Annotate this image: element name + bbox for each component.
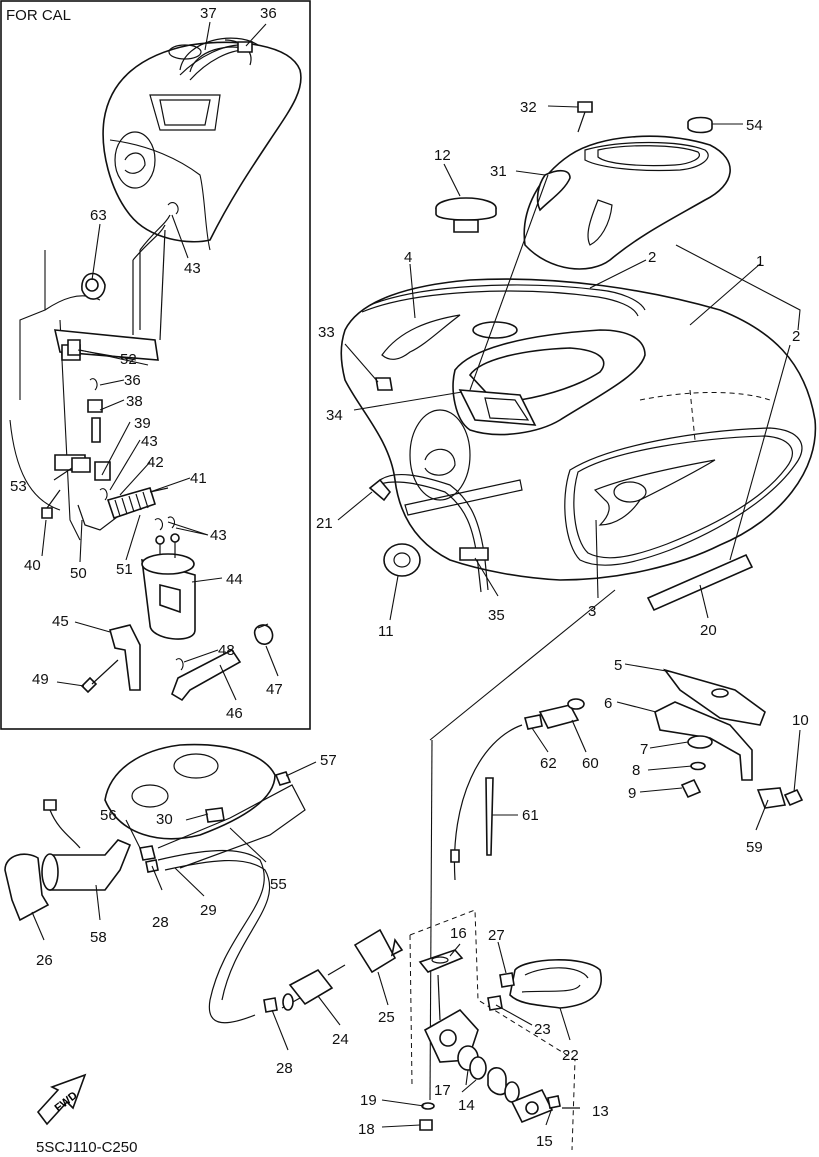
fuel-sender xyxy=(450,698,585,881)
callout-51: 51 xyxy=(116,561,133,578)
callout-42: 42 xyxy=(147,454,164,471)
damper-7 xyxy=(687,735,713,749)
bolt-9 xyxy=(680,778,702,799)
callout-4: 4 xyxy=(404,249,412,266)
grommet-33 xyxy=(375,377,393,391)
callout-22: 22 xyxy=(562,1047,579,1064)
callout-50: 50 xyxy=(70,565,87,582)
callout-1: 1 xyxy=(756,253,764,270)
washer-8 xyxy=(690,761,706,771)
forward-arrow-icon: FWD xyxy=(36,1073,87,1126)
callout-49: 49 xyxy=(32,671,49,688)
fuel-pump-assembly xyxy=(4,743,306,1024)
callout-13: 13 xyxy=(592,1103,609,1120)
callout-33: 33 xyxy=(318,324,335,341)
bolt-32 xyxy=(577,101,593,133)
cable-tie-61 xyxy=(485,777,494,856)
fuel-tank xyxy=(340,278,817,593)
diagram-code: 5SCJ110-C250 xyxy=(36,1139,137,1156)
callout-61: 61 xyxy=(522,807,539,824)
callout-14: 14 xyxy=(458,1097,475,1114)
callout-labels: 37 36 63 43 52 36 38 39 43 42 41 43 53 4… xyxy=(10,5,809,1156)
callout-53: 53 xyxy=(10,478,27,495)
callout-18: 18 xyxy=(358,1121,375,1138)
hose-21 xyxy=(368,478,392,502)
callout-37: 37 xyxy=(200,5,217,22)
callout-23: 23 xyxy=(534,1021,551,1038)
cal-inset: FOR CAL xyxy=(0,0,311,730)
callout-16: 16 xyxy=(450,925,467,942)
callout-25: 25 xyxy=(378,1009,395,1026)
callout-58: 58 xyxy=(90,929,107,946)
pad-35 xyxy=(459,547,489,561)
callout-63: 63 xyxy=(90,207,107,224)
tank-top-cover xyxy=(523,135,731,270)
callout-29: 29 xyxy=(200,902,217,919)
callout-55: 55 xyxy=(270,876,287,893)
callout-31: 31 xyxy=(490,163,507,180)
valve-25 xyxy=(353,928,404,974)
strip-20 xyxy=(646,553,754,612)
callout-43: 43 xyxy=(210,527,227,544)
callout-7: 7 xyxy=(640,741,648,758)
callout-44: 44 xyxy=(226,571,243,588)
callout-6: 6 xyxy=(604,695,612,712)
fuel-filter-24 xyxy=(281,964,346,1011)
fuel-cap xyxy=(435,197,497,233)
callout-10: 10 xyxy=(792,712,809,729)
callout-59: 59 xyxy=(746,839,763,856)
callout-36: 36 xyxy=(124,372,141,389)
callout-39: 39 xyxy=(134,415,151,432)
bracket-6 xyxy=(654,701,753,781)
callout-12: 12 xyxy=(434,147,451,164)
callout-5: 5 xyxy=(614,657,622,674)
nut-59 xyxy=(756,787,787,809)
callout-45: 45 xyxy=(52,613,69,630)
grommet-11 xyxy=(383,543,421,577)
leader-lines xyxy=(31,21,801,1128)
callout-26: 26 xyxy=(36,952,53,969)
callout-38: 38 xyxy=(126,393,143,410)
callout-48: 48 xyxy=(218,642,235,659)
callout-52: 52 xyxy=(120,351,137,368)
callout-11: 11 xyxy=(378,623,394,640)
callout-17: 17 xyxy=(434,1082,451,1099)
callout-19: 19 xyxy=(360,1092,377,1109)
callout-54: 54 xyxy=(746,117,763,134)
callout-40: 40 xyxy=(24,557,41,574)
callout-15: 15 xyxy=(536,1133,553,1150)
callout-60: 60 xyxy=(582,755,599,772)
callout-2: 2 xyxy=(648,249,656,266)
bracket-5 xyxy=(662,668,766,726)
bolt-10 xyxy=(783,788,804,807)
callout-27: 27 xyxy=(488,927,505,944)
callout-28b: 28 xyxy=(276,1060,293,1077)
callout-47: 47 xyxy=(266,681,283,698)
callout-32: 32 xyxy=(520,99,537,116)
rubber-54 xyxy=(687,116,713,134)
callout-21: 21 xyxy=(316,515,333,532)
callout-28: 28 xyxy=(152,914,169,931)
callout-56: 56 xyxy=(100,807,117,824)
fuel-cock-group xyxy=(409,589,616,1151)
callout-34: 34 xyxy=(326,407,343,424)
callout-36: 36 xyxy=(260,5,277,22)
callout-9: 9 xyxy=(628,785,636,802)
callout-57: 57 xyxy=(320,752,337,769)
inset-caption: FOR CAL xyxy=(6,7,71,24)
callout-24: 24 xyxy=(332,1031,349,1048)
callout-20: 20 xyxy=(700,622,717,639)
callout-30: 30 xyxy=(156,811,173,828)
callout-35: 35 xyxy=(488,607,505,624)
callout-3: 3 xyxy=(588,603,596,620)
callout-41: 41 xyxy=(190,470,207,487)
callout-2b: 2 xyxy=(792,328,800,345)
callout-43: 43 xyxy=(141,433,158,450)
callout-8: 8 xyxy=(632,762,640,779)
callout-43: 43 xyxy=(184,260,201,277)
callout-62: 62 xyxy=(540,755,557,772)
callout-46: 46 xyxy=(226,705,243,722)
